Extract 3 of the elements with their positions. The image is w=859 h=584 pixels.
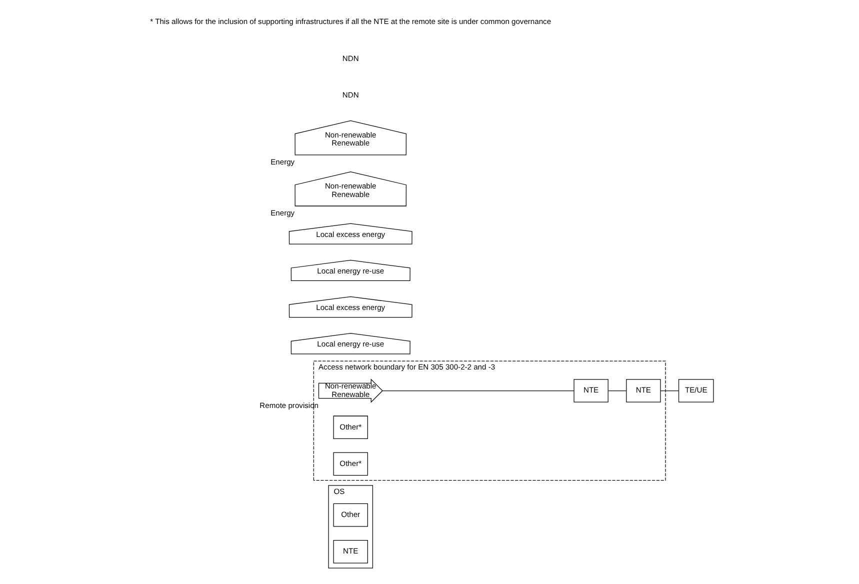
connector	[660, 390, 679, 392]
connector	[608, 390, 627, 392]
connector	[382, 390, 574, 392]
